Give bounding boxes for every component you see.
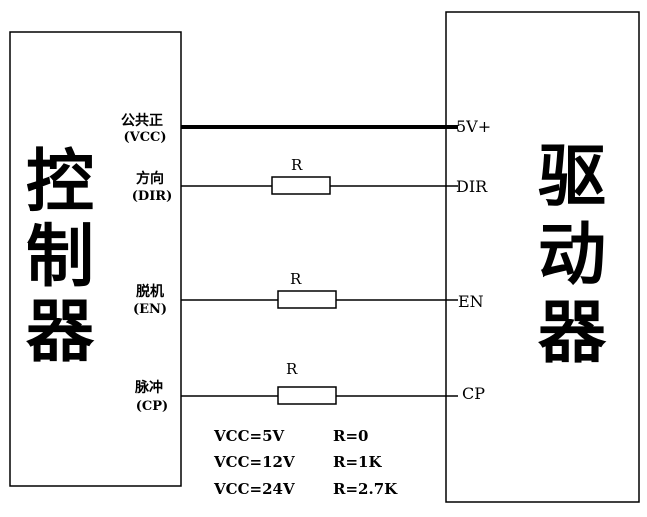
en-signal-en: (EN) [133,302,167,317]
en-resistor [277,290,337,309]
dir-resistor-label: R [291,156,303,174]
vcc-signal-en: (VCC) [123,130,166,145]
controller-label-char-3: 器 [26,293,95,372]
note-r-0: R=0 [333,427,368,445]
controller-label-char-2: 制 [26,218,94,297]
cp-connection: R 脉冲 (CP) CP [134,360,485,414]
note-vcc-5v: VCC=5V [213,427,285,445]
cp-resistor [277,386,337,405]
vcc-connection: 公共正 (VCC) 5V+ [121,112,491,145]
vcc-signal-cn: 公共正 [121,112,163,129]
dir-connection: R 方向 (DIR) DIR [132,156,488,204]
note-r-2-7k: R=2.7K [333,480,398,498]
driver-label-char-2: 动 [538,216,606,295]
cp-resistor-label: R [286,360,298,378]
controller-label-char-1: 控 [26,143,94,222]
controller-box [9,31,182,487]
en-resistor-label: R [290,270,302,288]
note-vcc-12v: VCC=12V [213,453,295,471]
driver-label-char-1: 驱 [538,138,606,217]
dir-signal-en: (DIR) [132,189,172,204]
note-r-1k: R=1K [333,453,382,471]
terminal-en: EN [458,292,484,311]
terminal-dir: DIR [456,177,488,196]
controller-block: 控 制 器 [9,31,182,487]
driver-label-char-3: 器 [538,294,607,373]
note-vcc-24v: VCC=24V [213,480,295,498]
driver-box [445,11,640,503]
terminal-5v: 5V+ [456,117,491,136]
resistor-notes: VCC=5V R=0 VCC=12V R=1K VCC=24V R=2.7K [213,427,398,498]
dir-resistor [271,176,331,195]
terminal-cp: CP [462,384,485,403]
cp-signal-en: (CP) [136,399,168,414]
driver-block: 驱 动 器 [445,11,640,503]
cp-signal-cn: 脉冲 [134,379,163,396]
en-connection: R 脱机 (EN) EN [133,270,484,317]
en-signal-cn: 脱机 [136,283,164,300]
dir-signal-cn: 方向 [136,170,164,187]
